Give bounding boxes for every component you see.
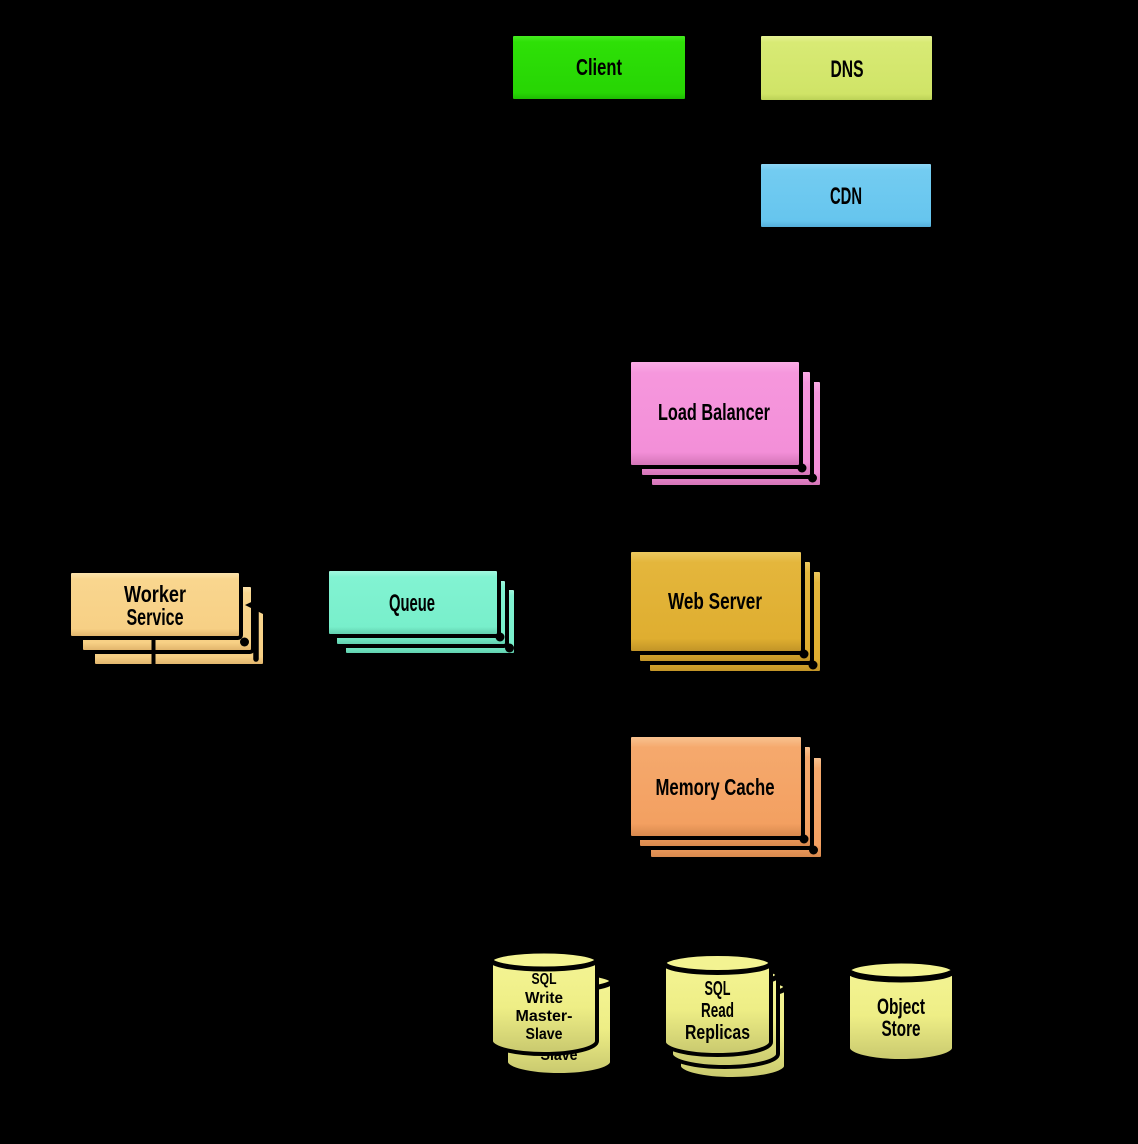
svg-text:Store: Store (882, 1016, 921, 1041)
svg-text:Object: Object (877, 994, 925, 1019)
svg-text:Slave: Slave (526, 1026, 563, 1043)
svg-text:Client: Client (576, 54, 622, 80)
svg-text:Write: Write (525, 990, 563, 1007)
svg-text:Queue: Queue (389, 590, 435, 617)
svg-text:Replicas: Replicas (685, 1022, 750, 1044)
svg-text:SQL: SQL (532, 971, 557, 988)
svg-text:CDN: CDN (830, 183, 862, 210)
svg-text:Master-: Master- (516, 1008, 573, 1025)
svg-text:Load Balancer: Load Balancer (658, 399, 770, 425)
svg-text:Web Server: Web Server (668, 588, 762, 614)
svg-text:DNS: DNS (831, 56, 864, 83)
svg-text:SQL: SQL (705, 978, 731, 1000)
svg-text:Service: Service (127, 604, 184, 630)
svg-text:Read: Read (701, 1000, 734, 1022)
svg-text:Memory Cache: Memory Cache (656, 774, 775, 800)
svg-text:Worker: Worker (124, 581, 186, 607)
